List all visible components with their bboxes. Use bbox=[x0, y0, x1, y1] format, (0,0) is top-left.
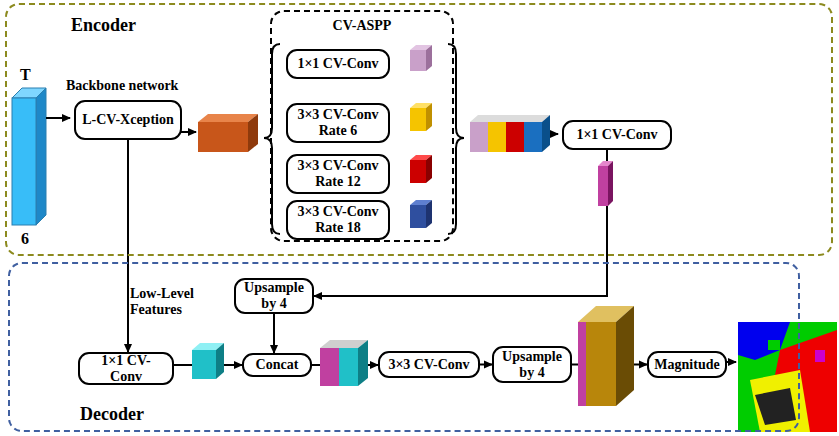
branch-cube bbox=[410, 103, 432, 131]
concatenated-cubes bbox=[470, 115, 550, 152]
conv-box: 3×3 CV-Conv bbox=[378, 351, 480, 378]
arrow bbox=[46, 117, 70, 119]
segmentation-map bbox=[738, 322, 837, 432]
decoder-region: Decoder Upsample by 4 1×1 CV-Conv Concat 3×3… bbox=[8, 262, 800, 432]
tensor-dim-label: 6 bbox=[21, 230, 29, 248]
node-text: 1×1 CV-Conv bbox=[576, 127, 657, 143]
brace bbox=[448, 44, 464, 234]
node-text: Magnitude bbox=[654, 357, 719, 373]
branch-cube bbox=[410, 45, 432, 71]
node-text: 3×3 CV-Conv Rate 18 bbox=[294, 204, 382, 235]
brace bbox=[264, 44, 280, 234]
arrow bbox=[550, 133, 558, 135]
node-text: Encoder bbox=[71, 15, 136, 36]
node-text: Upsample by 4 bbox=[242, 280, 306, 311]
upsample-box: Upsample by 4 bbox=[492, 346, 572, 383]
magnitude-box: Magnitude bbox=[647, 351, 727, 378]
concat-box: Concat bbox=[242, 353, 312, 377]
conv-box: 1×1 CV-Conv bbox=[562, 120, 672, 150]
backbone-box: Backbone networkL-CV-Xception bbox=[74, 100, 182, 140]
conv-box: 3×3 CV-Conv Rate 12 bbox=[286, 154, 390, 194]
encoder-output-cube bbox=[598, 161, 613, 206]
conv-box: 1×1 CV-Conv bbox=[78, 352, 174, 385]
node-text: Backbone network bbox=[66, 78, 178, 94]
aspp-group: CV-ASPP 1×1 CV-Conv 3×3 CV-Conv Rate 6 3×3 … bbox=[270, 10, 454, 242]
conv-box: 3×3 CV-Conv Rate 18 bbox=[286, 200, 390, 240]
upsampled-cube bbox=[578, 306, 634, 406]
edge-label: Low-Level Features bbox=[130, 286, 202, 318]
node-text: Concat bbox=[256, 357, 299, 373]
encoder-region: EncoderBackbone networkL-CV-XceptionCV-A… bbox=[5, 3, 833, 256]
low-level-cube bbox=[192, 343, 224, 379]
node-text: 3×3 CV-Conv Rate 6 bbox=[294, 107, 382, 138]
node-text: 1×1 CV-Conv bbox=[297, 56, 378, 72]
input-tensor bbox=[12, 88, 46, 225]
node-text: L-CV-Xception bbox=[82, 112, 174, 128]
conv-box: 3×3 CV-Conv Rate 6 bbox=[286, 103, 390, 143]
concat-cube bbox=[320, 340, 368, 386]
connector bbox=[273, 314, 275, 353]
tensor-dim-label: T bbox=[20, 66, 31, 84]
node-text: 3×3 CV-Conv Rate 12 bbox=[294, 158, 382, 189]
node-text: Upsample by 4 bbox=[500, 349, 564, 380]
branch-cube bbox=[410, 155, 432, 183]
conv-box: 1×1 CV-Conv bbox=[286, 49, 390, 79]
node-text: 3×3 CV-Conv bbox=[388, 357, 469, 373]
feature-cube bbox=[198, 114, 258, 152]
node-text: 1×1 CV-Conv bbox=[86, 353, 166, 384]
upsample-box: Upsample by 4 bbox=[234, 278, 314, 314]
connector bbox=[480, 364, 492, 366]
node-text: CV-ASPP bbox=[272, 18, 452, 34]
node-text: Decoder bbox=[80, 404, 144, 425]
branch-cube bbox=[410, 200, 432, 228]
connector bbox=[127, 140, 129, 352]
